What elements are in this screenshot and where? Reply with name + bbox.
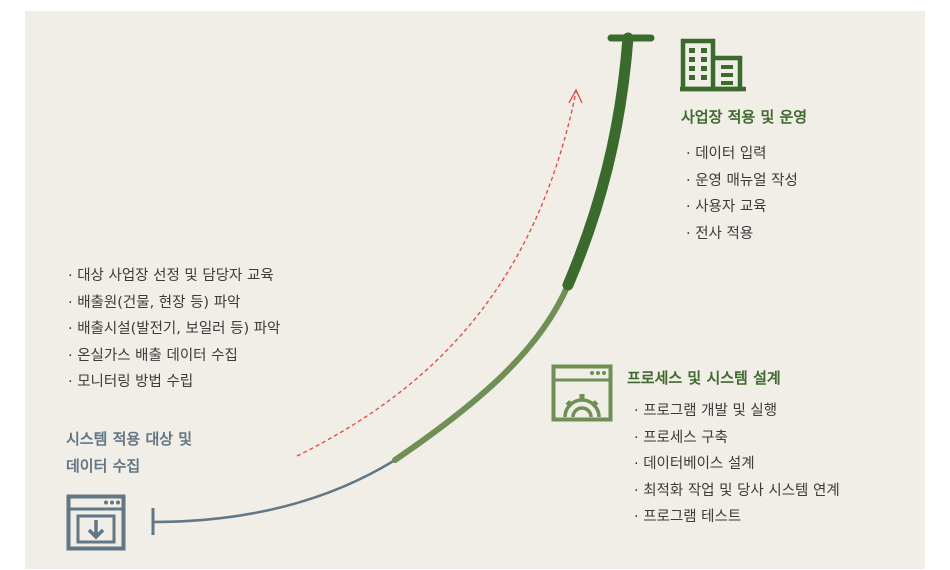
curve-segment-system-design bbox=[392, 282, 571, 463]
growth-trend-arrowhead bbox=[568, 88, 583, 104]
window-gear-icon bbox=[551, 364, 613, 422]
list-item: · 데이터베이스 설계 bbox=[634, 456, 755, 472]
list-item: · 배출원(건물, 현장 등) 파악 bbox=[68, 294, 241, 311]
curve-segment-data-collection bbox=[152, 458, 396, 524]
data-collection-stage-title: 시스템 적용 대상 및 데이터 수집 bbox=[66, 426, 192, 480]
diagram-background bbox=[25, 11, 925, 569]
download-window-icon bbox=[66, 494, 126, 551]
operation-stage-list: · 데이터 입력 · 운영 매뉴얼 작성 · 사용자 교육 · 전사 적용 bbox=[686, 141, 798, 247]
list-item: · 온실가스 배출 데이터 수집 bbox=[68, 347, 238, 364]
title-line-2: 데이터 수집 bbox=[66, 457, 141, 475]
list-item: · 배출시설(발전기, 보일러 등) 파악 bbox=[68, 321, 281, 337]
title-line-1: 시스템 적용 대상 및 bbox=[66, 430, 193, 448]
curve-segment-operation bbox=[562, 32, 634, 291]
operation-stage-title: 사업장 적용 및 운영 bbox=[681, 108, 808, 126]
design-stage-title: 프로세스 및 시스템 설계 bbox=[627, 369, 781, 387]
list-item: · 프로그램 테스트 bbox=[634, 509, 742, 525]
data-collection-stage-list: · 대상 사업장 선정 및 담당자 교육 · 배출원(건물, 현장 등) 파악 … bbox=[68, 263, 280, 396]
list-item: · 데이터 입력 bbox=[686, 146, 767, 162]
building-icon bbox=[680, 38, 746, 92]
list-item: · 모니터링 방법 수립 bbox=[68, 374, 194, 390]
list-item: · 사용자 교육 bbox=[686, 199, 767, 215]
list-item: · 대상 사업장 선정 및 담당자 교육 bbox=[68, 268, 274, 284]
list-item: · 최적화 작업 및 당사 시스템 연계 bbox=[634, 482, 840, 499]
list-item: · 운영 매뉴얼 작성 bbox=[686, 172, 798, 189]
growth-trend-dashed-arrow bbox=[296, 91, 577, 457]
list-item: · 프로그램 개발 및 실행 bbox=[634, 403, 778, 419]
design-stage-list: · 프로그램 개발 및 실행 · 프로세스 구축 · 데이터베이스 설계 · 최… bbox=[634, 398, 840, 531]
list-item: · 프로세스 구축 bbox=[634, 429, 728, 446]
list-item: · 전사 적용 bbox=[686, 225, 754, 242]
